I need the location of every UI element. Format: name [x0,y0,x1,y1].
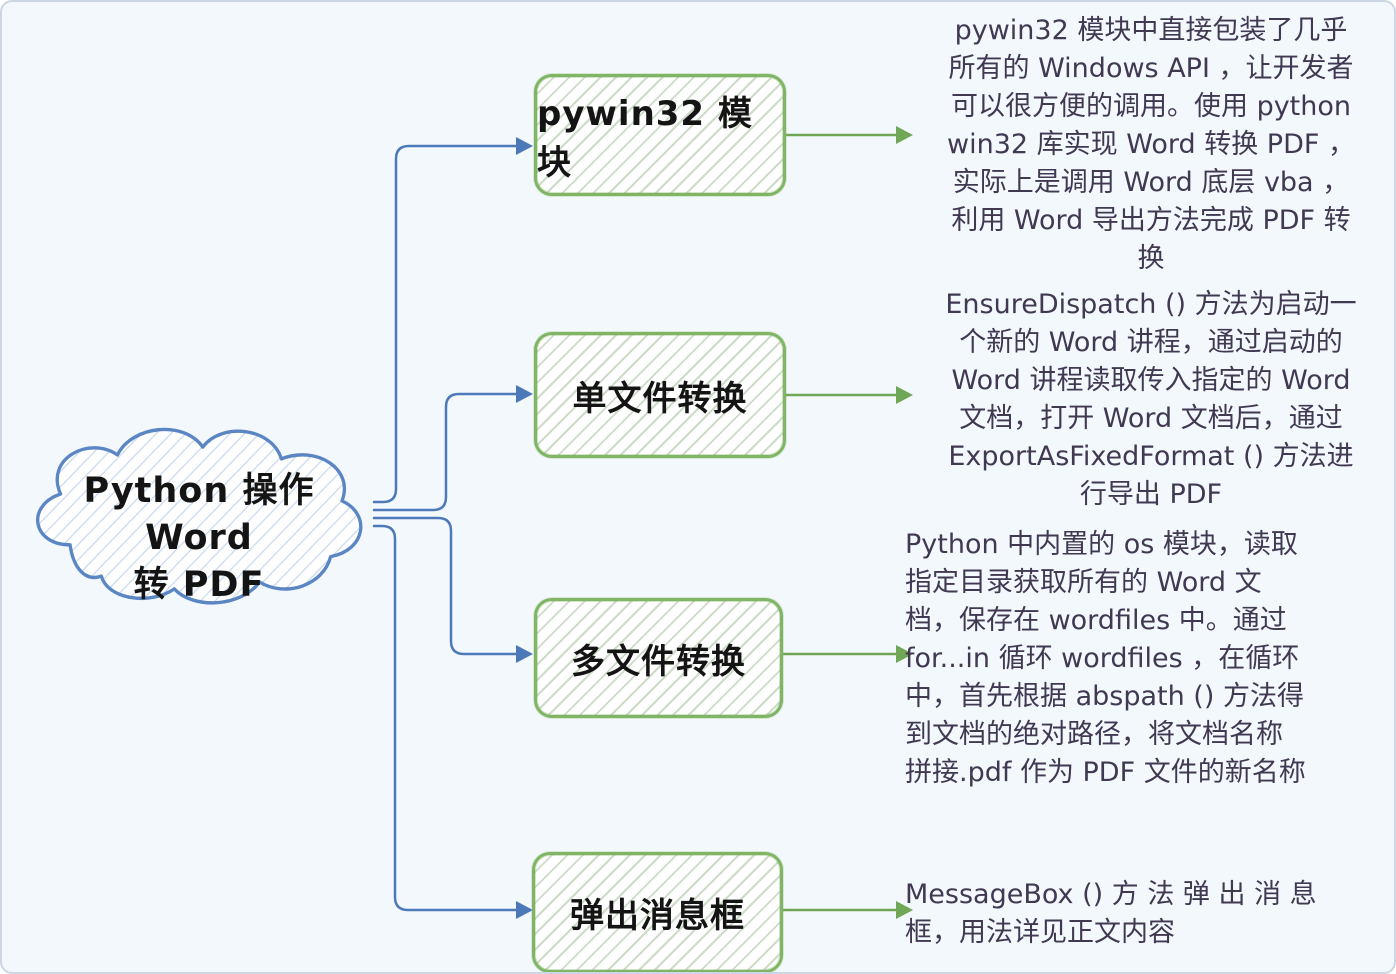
branch-node-pywin32: pywin32 模块 [534,74,786,196]
blue-arrowhead-icon [516,645,533,663]
connector-root-to-multi-file [372,516,533,663]
connector-root-to-single-file [372,385,533,512]
root-node-cloud [36,427,363,605]
branch-node-label: 弹出消息框 [570,896,745,936]
green-arrowhead-icon [896,126,913,144]
branch-node-single-file: 单文件转换 [534,332,786,458]
green-arrowhead-icon [896,901,913,919]
blue-arrowhead-icon [516,901,533,919]
connector-root-to-pywin32 [372,137,533,504]
note-single-file: EnsureDispatch () 方法为启动一 个新的 Word 讲程，通过启… [945,289,1357,510]
connector-pywin32-to-note [777,126,913,144]
connector-root-to-messagebox [372,524,533,919]
blue-arrowhead-icon [516,137,533,155]
branch-node-label: 单文件转换 [572,378,748,419]
green-arrowhead-icon [896,645,913,663]
note-messagebox: MessageBox () 方 法 弹 出 消 息 框，用法详见正文内容 [905,879,1317,948]
branch-node-label: pywin32 模块 [537,94,753,183]
note-multi-file: Python 中内置的 os 模块，读取 指定目录获取所有的 Word 文 档，… [905,529,1306,788]
connector-multi-file-to-note [775,645,913,663]
note-pywin32: pywin32 模块中直接包装了几乎 所有的 Windows API ，让开发者… [947,15,1355,274]
branch-node-label: 多文件转换 [571,641,746,682]
blue-arrowhead-icon [516,385,533,403]
connector-messagebox-to-note [775,901,913,919]
root-node-label: Python 操作 Word 转 PDF [83,471,315,605]
green-arrowhead-icon [896,386,913,404]
connector-single-file-to-note [776,386,913,404]
branch-node-messagebox: 弹出消息框 [532,852,783,972]
cloud-shape [36,427,363,605]
branch-node-multi-file: 多文件转换 [534,598,783,718]
